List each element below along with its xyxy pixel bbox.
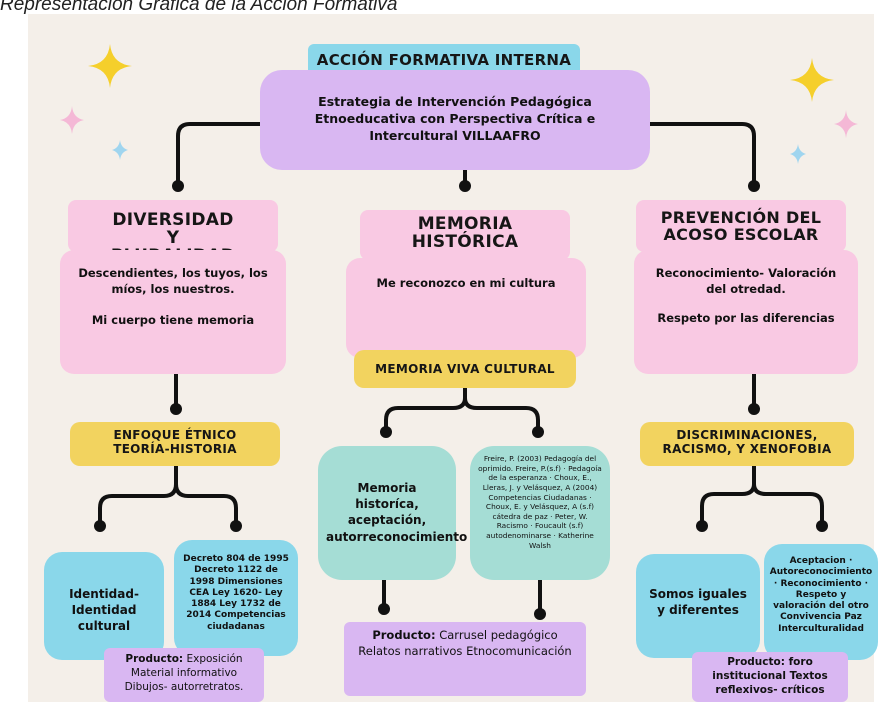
yellow-sparkle-icon	[88, 44, 132, 88]
right-card-equal: Somos iguales y diferentes	[636, 554, 760, 658]
pink-sparkle-icon	[60, 106, 84, 134]
right-title: PREVENCIÓN DEL ACOSO ESCOLAR	[636, 200, 846, 252]
center-product: Producto: Carrusel pedagógico Relatos na…	[344, 622, 586, 696]
left-text-1: Descendientes, los tuyos, los míos, los …	[78, 266, 268, 296]
right-product-text: foro institucional Textos reflexivos- cr…	[712, 656, 828, 697]
blue-sparkle-icon	[112, 140, 128, 160]
connector-right-fork	[700, 460, 824, 528]
center-card-memory: Memoria historíca, aceptación, autorreco…	[318, 446, 467, 580]
center-card-references: Freire, P. (2003) Pedagogía del oprimido…	[470, 446, 610, 580]
concept-map-board: ACCIÓN FORMATIVA INTERNA Estrategia de I…	[28, 14, 878, 702]
connector-top-right	[648, 122, 756, 188]
left-card-identity: Identidad-Identidad cultural	[44, 552, 164, 660]
left-body: Descendientes, los tuyos, los míos, los …	[60, 250, 286, 374]
connector-center-fork	[384, 384, 540, 434]
connector-lines	[60, 44, 858, 620]
connector-left-fork	[98, 460, 238, 528]
left-product: Producto: Exposición Material informativ…	[104, 648, 264, 702]
top-description: Estrategia de Intervención Pedagógica Et…	[260, 70, 650, 170]
left-subtitle: ENFOQUE ÉTNICO TEORÍA-HISTORIA	[70, 422, 280, 466]
left-product-text: Exposición Material informativo Dibujos-…	[124, 653, 244, 694]
center-product-label: Producto:	[372, 628, 436, 642]
left-text-2: Mi cuerpo tiene memoria	[91, 313, 255, 328]
sparkle-decorations	[60, 44, 858, 164]
center-title: MEMORIA HISTÓRICA	[360, 210, 570, 260]
figure-caption: Representación Gráfica de la Acción Form…	[0, 0, 398, 15]
right-text-1: Reconocimiento- Valoración del otredad.	[655, 266, 837, 296]
right-product: Producto: foro institucional Textos refl…	[692, 652, 848, 702]
blue-sparkle-icon	[790, 144, 806, 164]
right-text-2: Respeto por las diferencias	[657, 311, 835, 326]
pink-sparkle-icon	[834, 110, 858, 138]
connector-top-left	[176, 122, 262, 188]
left-card-decrees: Decreto 804 de 1995 Decreto 1122 de 1998…	[174, 540, 298, 656]
right-subtitle: DISCRIMINACIONES, RACISMO, Y XENOFOBIA	[640, 422, 854, 466]
center-product-text: Carrusel pedagógico Relatos narrativos E…	[358, 628, 572, 658]
center-subtitle: MEMORIA VIVA CULTURAL	[354, 350, 576, 388]
right-product-label: Producto:	[727, 656, 785, 668]
center-body: Me reconozco en mi cultura	[346, 258, 586, 358]
right-card-values: Aceptacion · Autoreconocimiento · Recono…	[764, 544, 878, 660]
left-product-label: Producto:	[125, 653, 184, 665]
yellow-sparkle-icon	[790, 58, 834, 102]
right-body: Reconocimiento- Valoración del otredad. …	[634, 250, 858, 374]
left-title: DIVERSIDAD Y PLURALIDAD	[68, 200, 278, 265]
connector-center-bottom	[382, 577, 542, 616]
